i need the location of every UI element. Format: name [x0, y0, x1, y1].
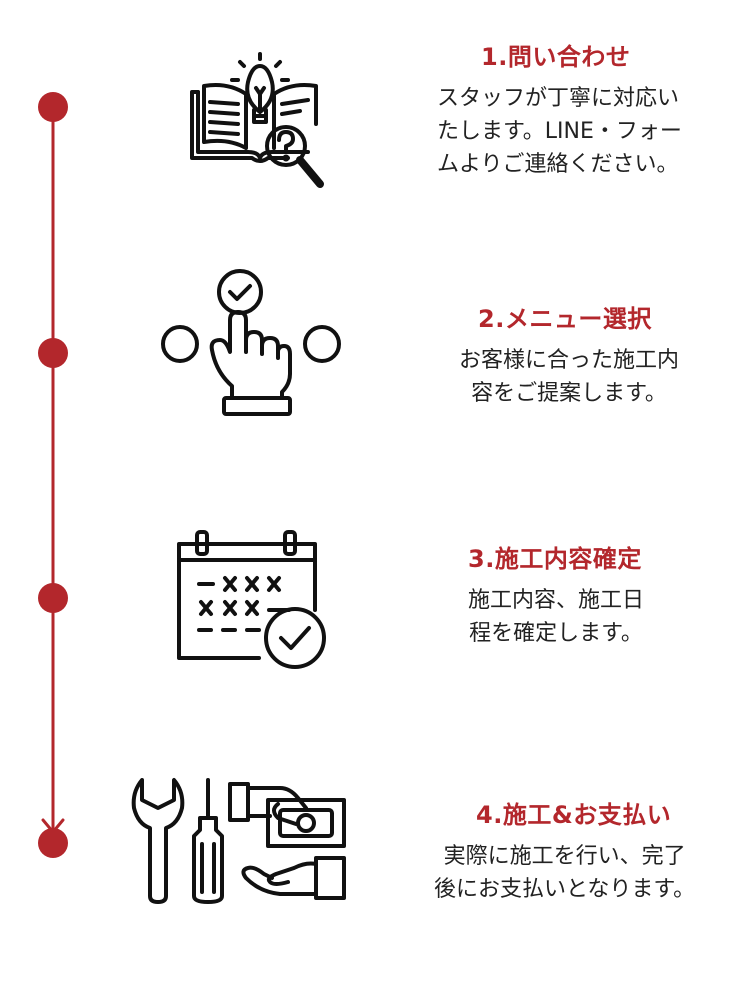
timeline-dot-2 — [38, 338, 68, 368]
step-1-desc-line-2: たします。LINE・フォー — [437, 119, 682, 144]
step-2-title: 2.メニュー選択 — [478, 305, 652, 333]
step-2-description: お客様に合った施工内 容をご提案します。 — [459, 344, 679, 410]
step-3-description: 施工内容、施工日 程を確定します。 — [468, 584, 644, 650]
step-3-title: 3.施工内容確定 — [468, 545, 642, 573]
step-1-title: 1.問い合わせ — [481, 43, 631, 71]
timeline-dot-4 — [38, 828, 68, 858]
step-4-title: 4.施工&お支払い — [476, 801, 672, 829]
step-4-desc-line-2: 後にお支払いとなります。 — [434, 877, 696, 902]
tools-payment-icon — [131, 778, 346, 904]
calendar-check-icon — [177, 530, 326, 669]
step-3-desc-line-1: 施工内容、施工日 — [468, 588, 645, 613]
hand-pointer-check-icon — [161, 269, 341, 416]
timeline-dot-1 — [38, 92, 68, 122]
step-3-desc-line-2: 程を確定します。 — [469, 621, 643, 646]
step-1-description: スタッフが丁寧に対応い たします。LINE・フォー ムよりご連絡ください。 — [437, 82, 682, 181]
step-2-desc-line-2: 容をご提案します。 — [471, 381, 667, 406]
step-4-description: 実際に施工を行い、完了 後にお支払いとなります。 — [434, 840, 695, 906]
timeline — [38, 92, 68, 858]
step-1-desc-line-1: スタッフが丁寧に対応い — [437, 86, 680, 111]
step-1-desc-line-3: ムよりご連絡ください。 — [437, 152, 679, 177]
timeline-dot-3 — [38, 583, 68, 613]
step-2-desc-line-1: お客様に合った施工内 — [459, 348, 680, 373]
book-lightbulb-magnifier-icon — [190, 52, 324, 188]
step-4-desc-line-1: 実際に施工を行い、完了 — [443, 844, 686, 869]
